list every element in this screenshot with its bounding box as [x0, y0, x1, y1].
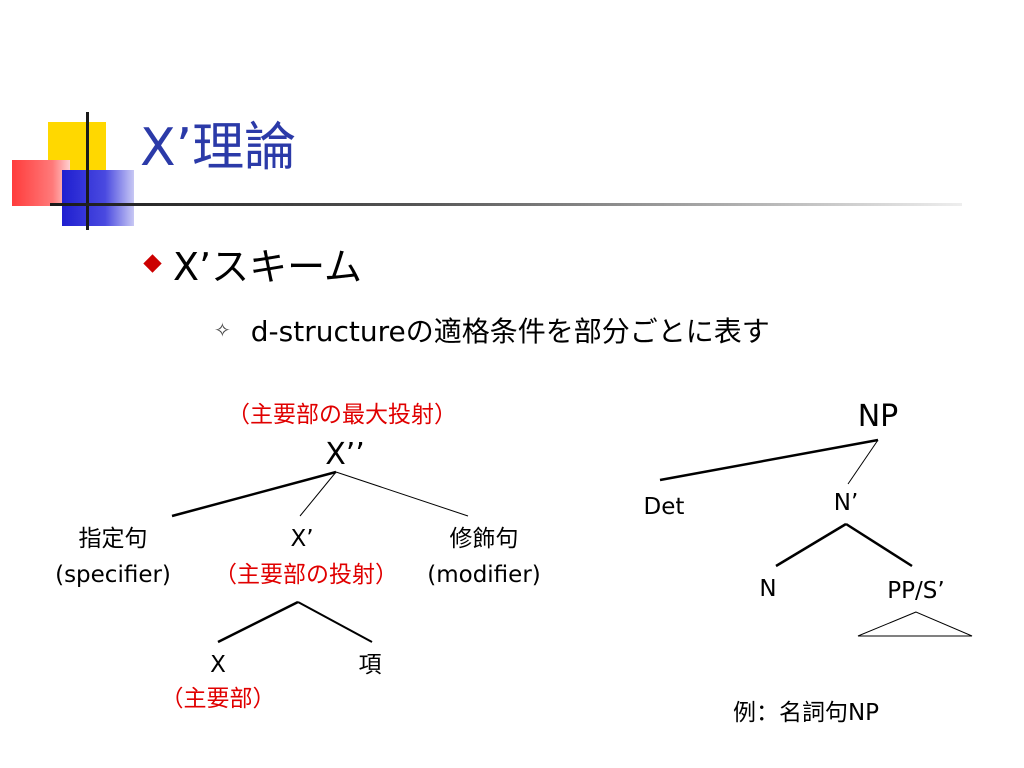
bullet-level-2: ✧ d-structureの適格条件を部分ごとに表す [214, 310, 770, 350]
root-annotation: （主要部の最大投射） [227, 402, 457, 428]
deco-vertical-rule [86, 112, 89, 230]
nbar-node: N’ [833, 490, 859, 516]
bullet-level-2-text: d-structureの適格条件を部分ごとに表す [250, 315, 770, 348]
specifier-label-ja: 指定句 [78, 526, 148, 552]
root-node-xdoublebar: X’’ [325, 437, 365, 472]
edge-nbar-n [775, 522, 847, 568]
edge-np-nbar [847, 439, 879, 485]
specifier-label-en: (specifier) [55, 562, 171, 588]
edge-nbar-ppsbar [845, 522, 913, 568]
slide-title: X’理論 [140, 118, 297, 178]
n-node: N [759, 576, 777, 602]
modifier-label-en: (modifier) [427, 562, 541, 588]
edge-np-det [659, 438, 879, 482]
head-node: X [210, 652, 226, 678]
deco-horizontal-rule [50, 203, 962, 206]
bullet-level-1: X’スキーム [143, 236, 362, 291]
edge-root-specifier [171, 470, 337, 518]
four-point-star-bullet-icon: ✧ [214, 318, 231, 342]
edge-root-modifier [335, 471, 469, 517]
edge-xbar-complement [297, 601, 373, 643]
complement-node: 項 [358, 652, 382, 678]
deco-red-square [12, 160, 70, 206]
np-root-node: NP [857, 399, 899, 434]
head-annotation: （主要部） [160, 686, 276, 712]
edge-xbar-head [217, 600, 299, 644]
ppsbar-triangle [857, 611, 973, 637]
example-caption: 例：名詞句NP [732, 700, 880, 726]
xbar-annotation: （主要部の投射） [214, 562, 398, 588]
ppsbar-node: PP/S’ [887, 578, 945, 604]
deco-blue-square [62, 170, 134, 226]
modifier-label-ja: 修飾句 [449, 526, 519, 552]
edge-root-xbar [299, 471, 337, 517]
bullet-level-1-text: X’スキーム [173, 245, 362, 289]
xbar-node: X’ [290, 526, 314, 552]
det-node: Det [643, 494, 685, 520]
